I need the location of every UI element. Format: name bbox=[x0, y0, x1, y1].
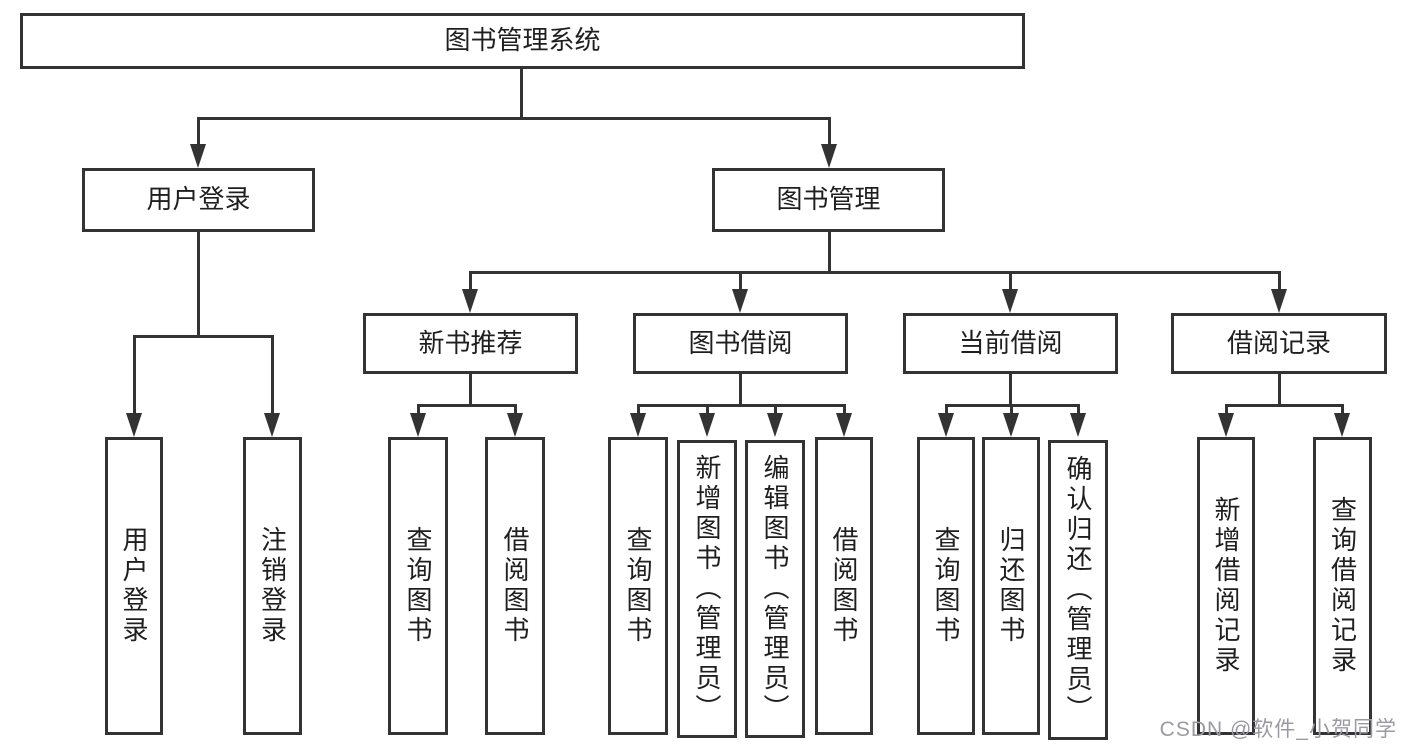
connector-arrowhead bbox=[732, 289, 748, 313]
connector-arrowhead bbox=[462, 289, 478, 313]
connector-drop-leaf bbox=[706, 404, 709, 418]
leaf-borrow-book-label: 借阅图书 bbox=[829, 526, 859, 646]
connector-new-book-split bbox=[417, 404, 517, 407]
connector-borrow-records-stem bbox=[1278, 371, 1281, 407]
node-book-borrow: 图书借阅 bbox=[633, 313, 848, 374]
node-new-book-recommend-label: 新书推荐 bbox=[418, 327, 523, 358]
connector-drop-book-management bbox=[828, 117, 831, 150]
leaf-user-login-label: 用户登录 bbox=[119, 526, 149, 646]
leaf-return-book: 归还图书 bbox=[982, 437, 1040, 735]
connector-current-borrow-stem bbox=[1009, 371, 1012, 407]
leaf-confirm-return-admin: 确认归还（管理员） bbox=[1048, 440, 1108, 740]
leaf-user-login: 用户登录 bbox=[105, 437, 163, 735]
connector-root-stem bbox=[520, 66, 523, 120]
leaf-confirm-return-admin-label: 确认归还（管理员） bbox=[1063, 455, 1093, 725]
connector-arrowhead bbox=[1271, 289, 1287, 313]
connector-borrow-records-split bbox=[1225, 404, 1344, 407]
node-book-management: 图书管理 bbox=[712, 168, 945, 232]
connector-arrowhead bbox=[126, 413, 142, 437]
connector-arrowhead bbox=[767, 413, 783, 437]
node-user-login-label: 用户登录 bbox=[146, 184, 251, 215]
leaf-query-borrow-record: 查询借阅记录 bbox=[1313, 437, 1372, 735]
connector-drop-leaf bbox=[271, 335, 274, 417]
connector-arrowhead bbox=[836, 413, 852, 437]
node-current-borrow: 当前借阅 bbox=[903, 313, 1118, 374]
connector-user-login-stem bbox=[197, 229, 200, 337]
connector-drop-leaf bbox=[1010, 404, 1013, 418]
connector-drop-level3 bbox=[469, 271, 472, 293]
connector-arrowhead bbox=[630, 413, 646, 437]
node-root: 图书管理系统 bbox=[20, 13, 1025, 69]
node-borrow-records: 借阅记录 bbox=[1171, 313, 1387, 374]
connector-book-management-stem bbox=[828, 229, 831, 274]
connector-drop-leaf bbox=[133, 335, 136, 417]
leaf-query-book-borrow-label: 查询图书 bbox=[623, 526, 653, 646]
node-root-label: 图书管理系统 bbox=[444, 25, 601, 56]
connector-book-borrow-stem bbox=[739, 371, 742, 407]
leaf-query-book-recommend: 查询图书 bbox=[388, 437, 448, 735]
leaf-return-book-label: 归还图书 bbox=[996, 526, 1026, 646]
connector-drop-leaf bbox=[774, 404, 777, 418]
node-borrow-records-label: 借阅记录 bbox=[1226, 327, 1331, 358]
connector-drop-leaf bbox=[514, 404, 517, 418]
leaf-query-book-current: 查询图书 bbox=[917, 437, 975, 735]
connector-arrowhead bbox=[938, 413, 954, 437]
connector-new-book-stem bbox=[469, 371, 472, 407]
connector-arrowhead bbox=[507, 413, 523, 437]
leaf-add-book-admin-label: 新增图书（管理员） bbox=[692, 454, 722, 724]
leaf-add-borrow-record-label: 新增借阅记录 bbox=[1211, 496, 1241, 676]
connector-user-login-split bbox=[133, 335, 274, 338]
connector-drop-leaf bbox=[1341, 404, 1344, 418]
leaf-query-book-borrow: 查询图书 bbox=[608, 437, 668, 735]
connector-arrowhead bbox=[1334, 413, 1350, 437]
connector-level2-split bbox=[197, 117, 831, 120]
connector-arrowhead bbox=[821, 144, 837, 168]
node-book-borrow-label: 图书借阅 bbox=[688, 327, 793, 358]
node-book-management-label: 图书管理 bbox=[776, 184, 881, 215]
connector-arrowhead bbox=[1002, 289, 1018, 313]
connector-arrowhead bbox=[1070, 413, 1086, 437]
leaf-add-book-admin: 新增图书（管理员） bbox=[677, 440, 737, 738]
connector-arrowhead bbox=[190, 144, 206, 168]
leaf-borrow-book-recommend: 借阅图书 bbox=[485, 437, 545, 735]
leaf-query-book-current-label: 查询图书 bbox=[931, 526, 961, 646]
connector-arrowhead bbox=[699, 413, 715, 437]
csdn-watermark: CSDN @软件_小贺同学 bbox=[1159, 718, 1397, 741]
connector-drop-leaf bbox=[637, 404, 640, 418]
connector-drop-level3 bbox=[1278, 271, 1281, 293]
leaf-query-borrow-record-label: 查询借阅记录 bbox=[1327, 496, 1358, 676]
node-new-book-recommend: 新书推荐 bbox=[363, 313, 578, 374]
node-current-borrow-label: 当前借阅 bbox=[958, 327, 1063, 358]
leaf-logout-label: 注销登录 bbox=[257, 526, 288, 646]
connector-arrowhead bbox=[1003, 413, 1019, 437]
leaf-borrow-book-recommend-label: 借阅图书 bbox=[500, 526, 530, 646]
leaf-logout: 注销登录 bbox=[243, 437, 302, 735]
node-user-login: 用户登录 bbox=[82, 168, 315, 232]
connector-drop-leaf bbox=[1225, 404, 1228, 418]
connector-arrowhead bbox=[264, 413, 280, 437]
connector-level3-split bbox=[469, 271, 1281, 274]
connector-drop-user-login bbox=[197, 117, 200, 150]
connector-drop-leaf bbox=[417, 404, 420, 418]
leaf-edit-book-admin: 编辑图书（管理员） bbox=[745, 440, 805, 738]
connector-drop-leaf bbox=[1077, 404, 1080, 418]
leaf-borrow-book: 借阅图书 bbox=[815, 437, 873, 735]
connector-arrowhead bbox=[1218, 413, 1234, 437]
connector-drop-level3 bbox=[739, 271, 742, 293]
connector-drop-leaf bbox=[843, 404, 846, 418]
connector-drop-level3 bbox=[1009, 271, 1012, 293]
connector-arrowhead bbox=[410, 413, 426, 437]
leaf-add-borrow-record: 新增借阅记录 bbox=[1197, 437, 1255, 735]
leaf-query-book-recommend-label: 查询图书 bbox=[403, 526, 433, 646]
connector-book-borrow-split bbox=[637, 404, 846, 407]
leaf-edit-book-admin-label: 编辑图书（管理员） bbox=[760, 454, 790, 724]
connector-drop-leaf bbox=[945, 404, 948, 418]
